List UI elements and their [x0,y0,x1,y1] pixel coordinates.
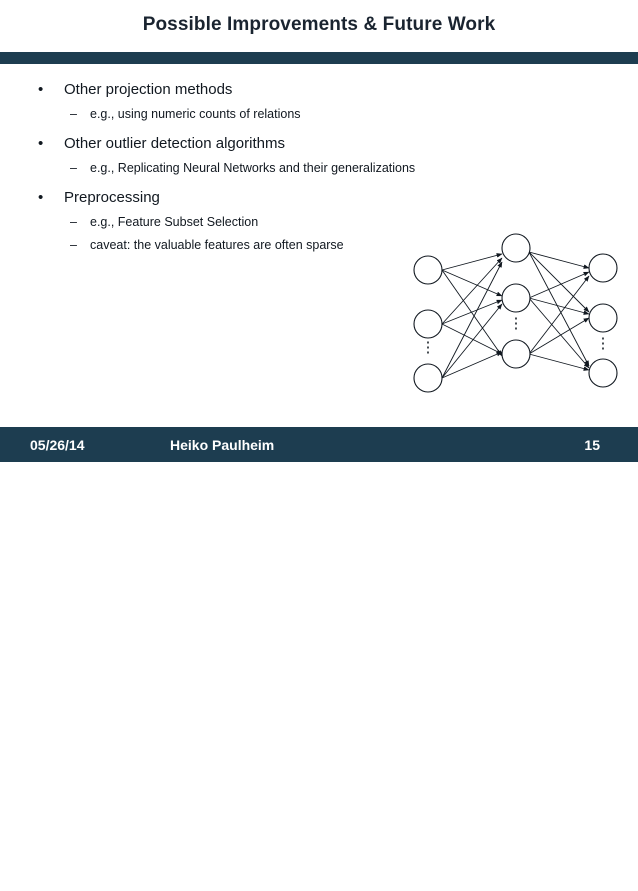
list-item-label: e.g., Feature Subset Selection [90,215,259,229]
bullet-dot-icon: • [38,135,44,152]
list-item-label: e.g., using numeric counts of relations [90,107,301,121]
bullet-dash-icon: – [70,161,77,175]
neural-network-diagram: ⋮ ⋮ ⋮ [398,228,633,413]
list-item: – e.g., using numeric counts of relation… [0,104,638,125]
vertical-dots-hidden: ⋮ [509,315,524,332]
list-item: – caveat: the valuable features are ofte… [0,235,638,256]
title-divider-bar-inner [0,52,638,64]
bullet-dot-icon: • [38,189,44,206]
footer-corner-notch [616,858,638,891]
list-item: – e.g., Replicating Neural Networks and … [0,158,638,179]
footer-date: 05/26/14 [30,437,85,453]
footer-bottom-margin [0,462,638,478]
list-item: • Preprocessing [0,186,638,210]
bullet-dash-icon: – [70,238,77,252]
vertical-dots-output: ⋮ [596,335,611,352]
list-item: – e.g., Feature Subset Selection [0,212,638,233]
bullet-list: • Other projection methods – e.g., using… [0,78,638,258]
page-title: Possible Improvements & Future Work [142,14,496,35]
list-item-label: Other outlier detection algorithms [64,135,285,152]
footer-page-number: 15 [584,437,600,453]
footer-author: Heiko Paulheim [170,437,275,453]
list-item-label: Other projection methods [64,81,233,98]
footer-bar [0,429,638,891]
title-divider-bar [0,52,638,64]
list-item-label: Preprocessing [64,189,160,206]
vertical-dots-input: ⋮ [421,339,436,356]
list-item: • Other outlier detection algorithms [0,132,638,156]
footer-divider [0,427,638,429]
bullet-dash-icon: – [70,215,77,229]
bullet-dot-icon: • [38,81,44,98]
list-item: • Other projection methods [0,78,638,102]
list-item-label: e.g., Replicating Neural Networks and th… [90,161,416,175]
list-item-label: caveat: the valuable features are often … [90,238,344,252]
slide: Possible Improvements & Future Work • Ot… [0,14,638,891]
bullet-dash-icon: – [70,107,77,121]
